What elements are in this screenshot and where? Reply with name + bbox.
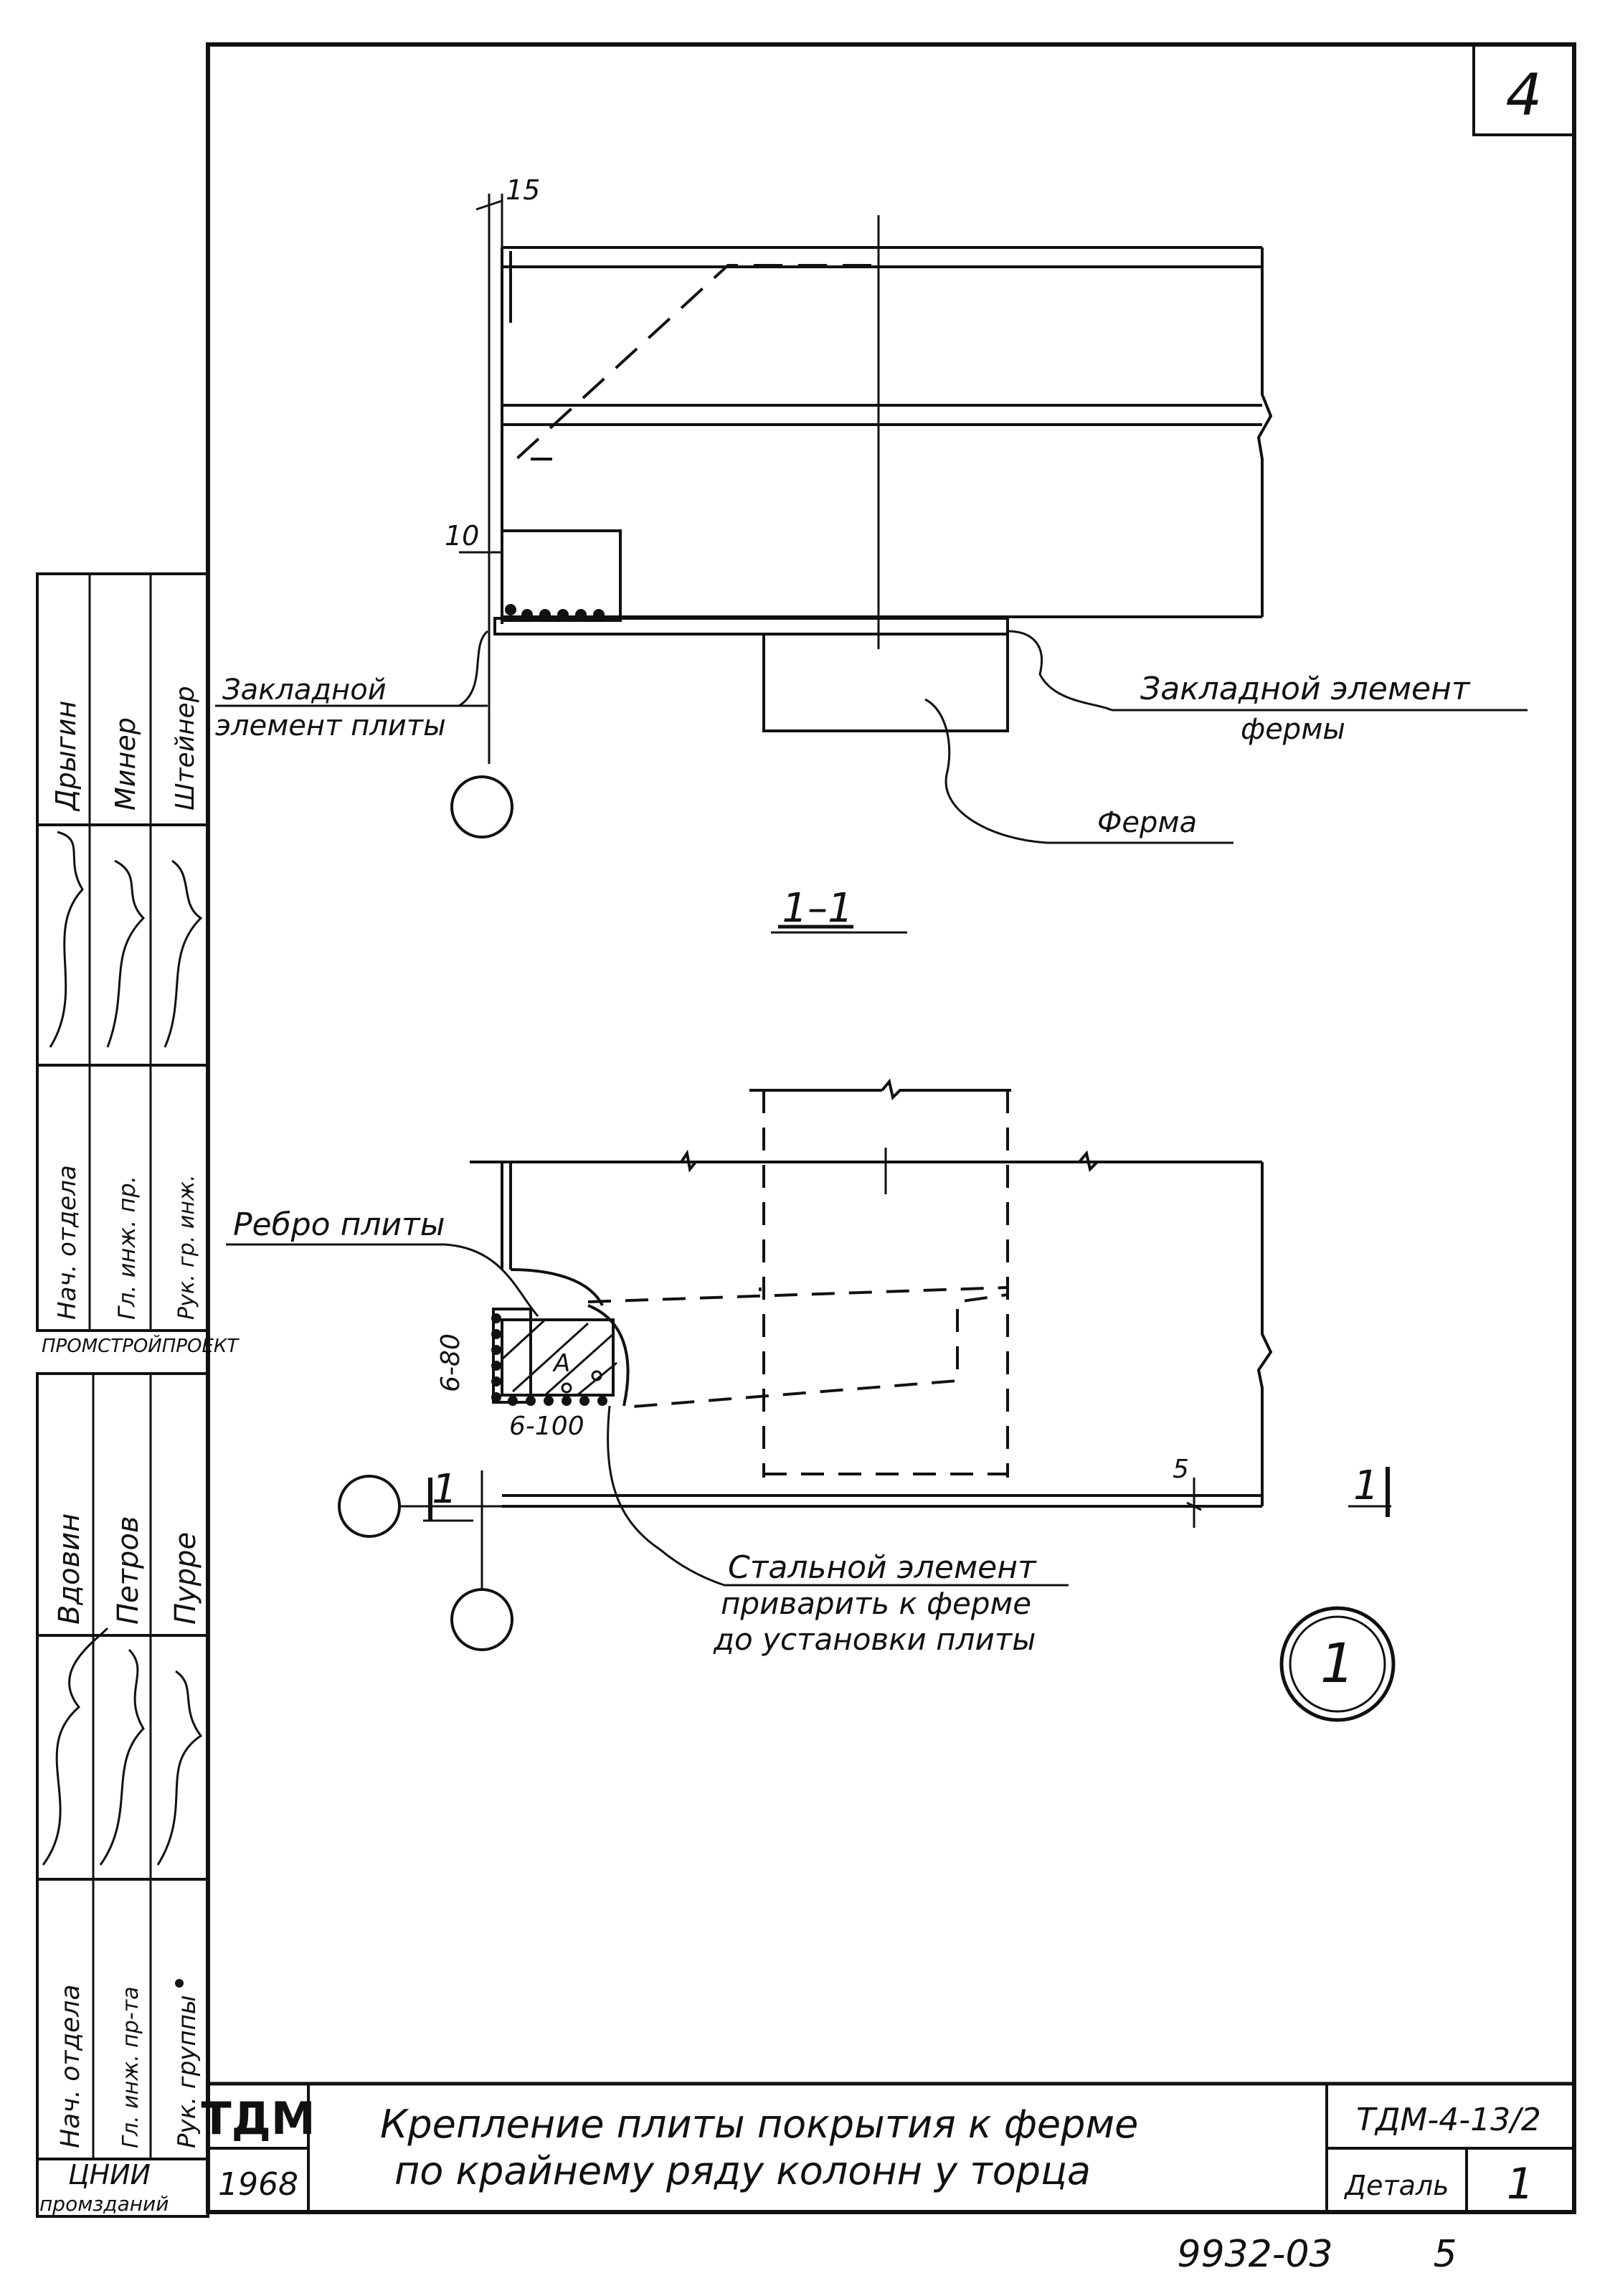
stamp-r5c3: Петров (112, 1516, 145, 1625)
detail-bubble-outer (1279, 1606, 1396, 1722)
label-steel-3: до установки плиты (713, 1622, 1036, 1657)
stamp-r2c1: Гл. инж. пр. (113, 1176, 141, 1320)
axis-bubble-plan-bottom (450, 1588, 513, 1651)
title-line-2: по крайнему ряду колонн у торца (394, 2148, 1091, 2193)
title-org: ТДМ (201, 2092, 315, 2145)
stamp-r3c3: Штейнер (171, 686, 200, 811)
dim-6-100: 6-100 (509, 1412, 584, 1441)
title-detail-label: Деталь (1343, 2170, 1449, 2201)
label-truss-embed-2: фермы (1241, 713, 1345, 746)
label-plate-embed-1: Закладной (222, 674, 387, 707)
stamp-r4c3: Вдовин (53, 1513, 86, 1625)
side-stamp: Дрыгин Минер Штейнер Нач. отдела Гл. инж… (36, 572, 240, 2218)
dim-gap-5: 5 (1173, 1455, 1189, 1484)
stamp-org-lower-2: промзданий (39, 2192, 169, 2216)
stamp-r6c1: Рук. группы (173, 1995, 202, 2148)
title-year: 1968 (218, 2166, 298, 2203)
stamp-r1c1: Нач. отдела (53, 1165, 82, 1320)
archive-number: 9932-03 (1177, 2233, 1332, 2276)
axis-bubble-plan-left (338, 1475, 401, 1538)
section-mark-right: 1 (1353, 1463, 1379, 1509)
signature-upper (49, 831, 203, 1048)
axis-bubble-section (450, 775, 513, 838)
sheet-frame (206, 42, 1576, 2214)
label-plate-embed-2: элемент плиты (215, 709, 446, 742)
title-line-1: Крепление плиты покрытия к ферме (380, 2102, 1138, 2147)
detail-bubble-number: 1 (1320, 1631, 1355, 1695)
stamp-r1c3: Дрыгин (50, 701, 82, 812)
section-view: 15 10 Закладной элемент плиты (215, 174, 1528, 934)
section-mark-left: 1 (432, 1466, 458, 1513)
title-doc-code: ТДМ-4-13/2 (1356, 2102, 1541, 2138)
label-truss: Ферма (1097, 806, 1197, 839)
sheet-number: 4 (1506, 62, 1543, 128)
plan-view: A 6-80 6-100 Ребро плиты 1 1 5 (226, 1078, 1396, 1722)
label-rib: Ребро плиты (233, 1206, 445, 1243)
stamp-r6c3: Пурре (169, 1532, 202, 1625)
dim-15-label: 15 (506, 174, 540, 206)
stamp-org-upper: ПРОМСТРОЙПРОЕКТ (42, 1334, 240, 1357)
dim-6-80: 6-80 (436, 1333, 465, 1392)
dim-10-label: 10 (445, 520, 479, 552)
sheet-number-box: 4 (1472, 44, 1574, 136)
stamp-r3c1: Рук. гр. инж. (174, 1174, 199, 1320)
stamp-r5c1: Гл. инж. пр-та (118, 1986, 143, 2148)
label-truss-embed-1: Закладной элемент (1140, 671, 1471, 707)
title-block: ТДМ 1968 Крепление плиты покрытия к ферм… (201, 2082, 1574, 2212)
weld-mark: A (552, 1349, 570, 1378)
page-number: 5 (1433, 2233, 1457, 2276)
signature-lower (42, 1627, 203, 1866)
stamp-org-lower-1: ЦНИИ (68, 2159, 151, 2191)
stamp-r2c3: Минер (110, 717, 141, 811)
label-steel-2: приварить к ферме (721, 1586, 1031, 1621)
stamp-r4c1: Нач. отдела (56, 1985, 85, 2148)
title-detail-number: 1 (1507, 2159, 1534, 2209)
label-steel-1: Стальной элемент (728, 1549, 1037, 1586)
section-title: 1–1 (782, 885, 853, 932)
